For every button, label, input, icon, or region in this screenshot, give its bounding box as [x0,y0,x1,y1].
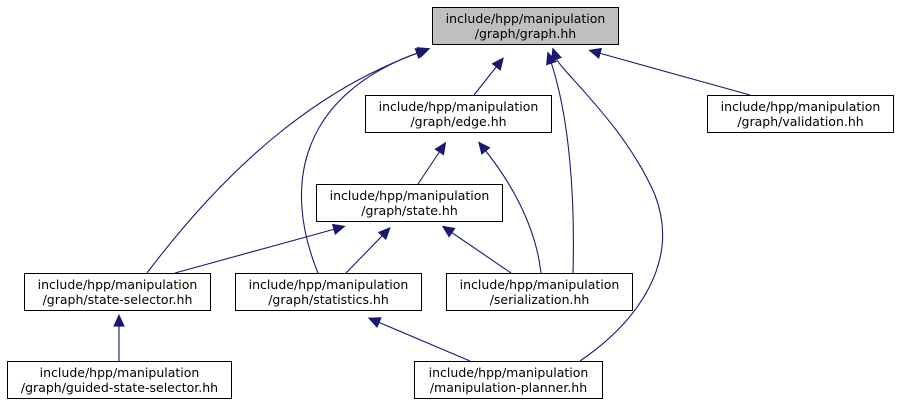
node-guided-state-selector[interactable]: include/hpp/manipulation/graph/guided-st… [7,361,232,399]
node-state[interactable]: include/hpp/manipulation/graph/state.hh [316,184,503,222]
node-label-line2: /graph/guided-state-selector.hh [21,380,218,395]
edge-line [146,52,419,274]
node-label-line1: include/hpp/manipulation [446,11,606,26]
edge-line [450,231,512,274]
node-label-line2: /graph/statistics.hh [268,292,389,307]
arrowhead-icon [491,57,504,71]
arrowhead-icon [377,227,391,241]
edge-line [345,234,384,274]
node-box [24,273,211,311]
node-graph[interactable]: include/hpp/manipulation/graph/graph.hh [432,7,619,45]
arrowhead-icon [478,141,491,155]
nodes-layer: include/hpp/manipulation/graph/graph.hhi… [7,7,894,399]
edge-manipulation-planner-to-graph [551,47,664,362]
node-validation[interactable]: include/hpp/manipulation/graph/validatio… [707,95,894,133]
edge-line [484,149,542,274]
edge-guided-state-selector-to-state-selector [113,313,125,361]
node-label-line2: /serialization.hh [490,292,590,307]
node-label-line1: include/hpp/manipulation [460,277,620,292]
edge-line [550,61,574,274]
edge-line [174,228,336,274]
node-box [316,184,503,222]
arrowhead-icon [588,47,603,59]
node-statistics[interactable]: include/hpp/manipulation/graph/statistic… [235,273,422,311]
node-box [707,95,894,133]
node-box [432,7,619,45]
node-label-line2: /graph/edge.hh [410,114,506,129]
edge-serialization-to-edge [478,141,542,274]
edge-line [417,150,441,185]
arrowhead-icon [441,225,456,238]
node-label-line1: include/hpp/manipulation [330,188,490,203]
arrowhead-icon [367,317,382,328]
node-box [7,361,232,399]
node-box [365,95,552,133]
edge-serialization-to-state [441,225,512,274]
node-label-line2: /manipulation-planner.hh [430,380,587,395]
node-box [414,361,603,399]
edge-line [473,65,498,96]
edge-state-to-edge [417,141,447,185]
node-label-line2: /graph/state-selector.hh [43,292,193,307]
edge-line [555,57,664,362]
edge-state-selector-to-state [174,223,346,274]
node-state-selector[interactable]: include/hpp/manipulation/graph/state-sel… [24,273,211,311]
node-box [446,273,633,311]
edge-statistics-to-state [345,227,391,274]
arrowhead-icon [551,47,562,62]
node-label-line1: include/hpp/manipulation [429,365,589,380]
edge-statistics-to-graph [300,47,431,274]
arrowhead-icon [331,223,346,235]
edge-line [598,52,751,96]
edge-edge-to-graph [473,57,504,96]
node-label-line2: /graph/graph.hh [475,26,576,41]
node-label-line1: include/hpp/manipulation [249,277,409,292]
edge-line [300,51,421,274]
edge-manipulation-planner-to-statistics [367,317,471,362]
edge-line [377,321,471,362]
edges-layer [113,47,751,362]
arrowhead-icon [113,313,125,327]
node-label-line2: /graph/validation.hh [737,114,863,129]
node-label-line1: include/hpp/manipulation [379,99,539,114]
node-edge[interactable]: include/hpp/manipulation/graph/edge.hh [365,95,552,133]
edge-serialization-to-graph [546,51,574,274]
node-serialization[interactable]: include/hpp/manipulation/serialization.h… [446,273,633,311]
node-manipulation-planner[interactable]: include/hpp/manipulation/manipulation-pl… [414,361,603,399]
node-box [235,273,422,311]
node-label-line1: include/hpp/manipulation [40,365,200,380]
arrowhead-icon [416,47,431,58]
node-label-line1: include/hpp/manipulation [721,99,881,114]
edge-validation-to-graph [588,47,751,96]
node-label-line2: /graph/state.hh [361,203,458,218]
node-label-line1: include/hpp/manipulation [38,277,198,292]
arrowhead-icon [434,141,447,156]
